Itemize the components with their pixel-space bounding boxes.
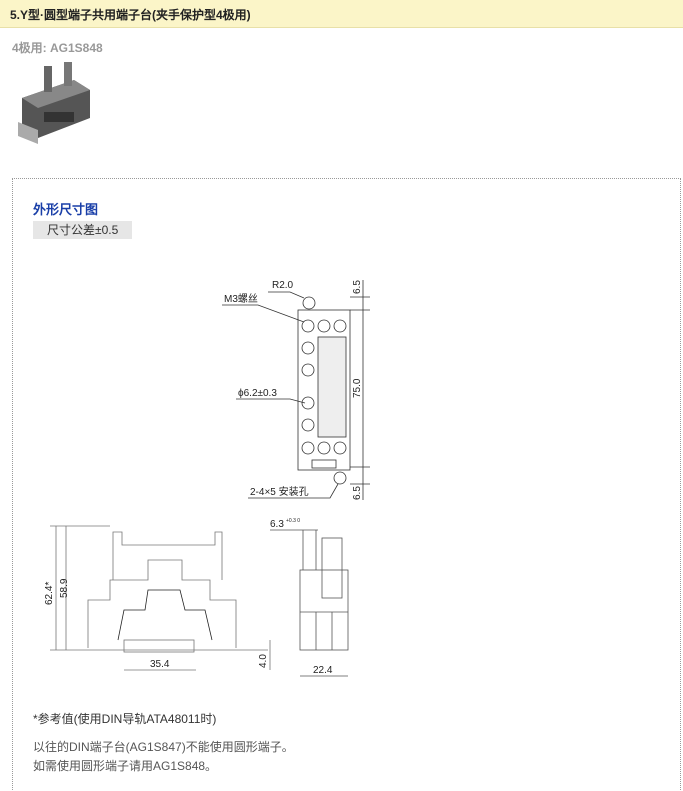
section-title: 5.Y型·圆型端子共用端子台(夹手保护型4极用) (10, 8, 251, 22)
dim-total-height: 62.4* (44, 582, 55, 605)
note-compat-1: 以往的DIN端子台(AG1S847)不能使用圆形端子。 (33, 740, 294, 754)
mounting-hole-label: 2-4×5 安装孔 (250, 485, 309, 498)
dim-rail-height: 4.0 (258, 654, 269, 668)
note-compat-2: 如需使用圆形端子请用AG1S848。 (33, 759, 218, 773)
top-view-drawing (222, 280, 370, 500)
dim-bottom: 6.5 (352, 486, 363, 500)
dim-end-tolerance: +0.3 0 (286, 518, 300, 524)
dimension-title: 外形尺寸图 (33, 202, 99, 217)
section-header: 5.Y型·圆型端子共用端子台(夹手保护型4极用) (0, 0, 683, 28)
dim-length: 75.0 (352, 378, 363, 398)
radius-label: R2.0 (272, 280, 294, 291)
product-label: 4极用: AG1S848 (12, 41, 103, 55)
dim-rail-width: 35.4 (150, 659, 170, 670)
product-image (18, 62, 90, 144)
side-view-drawing (50, 525, 271, 671)
screw-label: M3螺丝 (224, 293, 258, 305)
tolerance-badge: 尺寸公差±0.5 (33, 221, 132, 239)
dim-end-thickness: 6.3 (270, 519, 284, 530)
note-reference: *参考值(使用DIN导轨ATA48011时) (33, 712, 217, 726)
dim-height: 58.9 (59, 578, 70, 598)
dim-top: 6.5 (352, 280, 363, 294)
dimension-panel (12, 178, 681, 790)
end-view-drawing (270, 529, 349, 677)
hole-diameter-label: ϕ6.2±0.3 (238, 388, 277, 399)
dim-end-width: 22.4 (313, 665, 333, 676)
